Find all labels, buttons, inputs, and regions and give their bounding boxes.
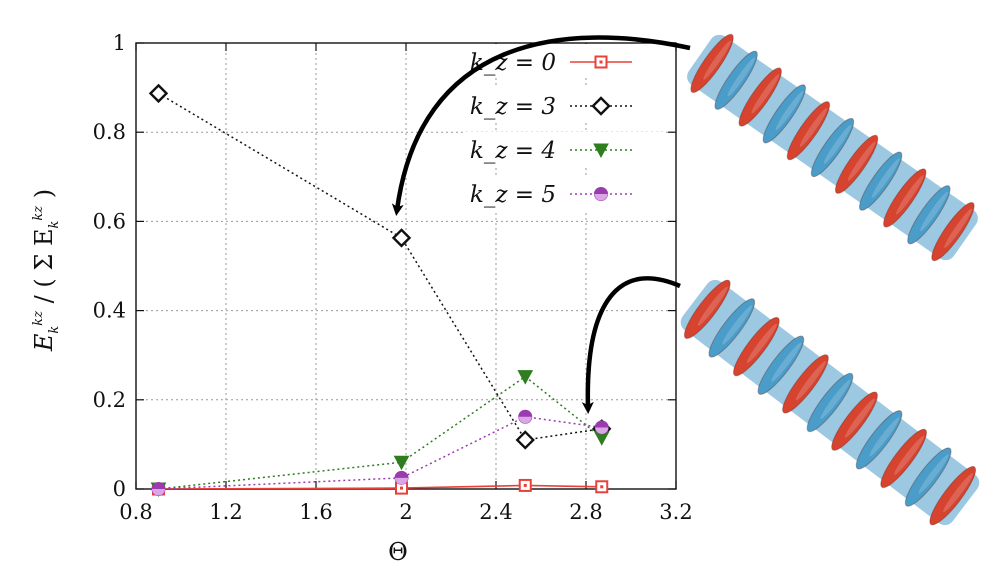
data-point-s0-3: [595, 480, 609, 494]
y-tick-label: 0.4: [93, 299, 126, 323]
legend-entry-3: k_z = 5: [466, 176, 666, 210]
legend-entry-1: k_z = 3: [466, 88, 666, 122]
x-tick-label: 2: [399, 500, 412, 524]
data-point-s1-2: [515, 430, 535, 450]
legend-marker: [591, 96, 611, 116]
legend-marker: [594, 55, 608, 69]
legend-entry-0: k_z = 0: [466, 44, 666, 78]
x-tick-label: 3.2: [659, 500, 692, 524]
markers-layer: [148, 83, 612, 498]
y-tick-label: 0.6: [93, 209, 126, 233]
legend-label: k_z = 3: [470, 94, 556, 120]
data-point-s1-0: [148, 83, 169, 104]
series-line-2: [158, 375, 603, 489]
y-axis-title: Ekkz / ( Σ Ekkz ): [30, 189, 62, 352]
series-line-1: [158, 92, 602, 441]
data-point-s2-2: [517, 370, 534, 385]
x-tick-label: 1.6: [299, 500, 332, 524]
legend-label: k_z = 5: [470, 182, 556, 208]
legend-marker: [593, 143, 609, 159]
y-tick-label: 0.8: [93, 120, 126, 144]
series-layer: [158, 92, 603, 489]
data-point-s1-1: [391, 228, 412, 248]
y-tick-label: 0: [113, 477, 126, 501]
data-point-s0-2: [518, 478, 532, 492]
x-tick-label: 2.8: [569, 500, 602, 524]
series-line-0: [158, 484, 602, 489]
y-tick-label: 0.2: [93, 388, 126, 412]
axes: 0.8 1.2 1.6 2 2.4 2.8 3.2 0 0.2 0.4 0.6 0.8 1: [93, 31, 693, 524]
data-point-s2-1: [393, 455, 410, 471]
callout-arrow-bottom: [581, 276, 681, 414]
legend-label: k_z = 4: [470, 138, 556, 164]
helix-illustration-bottom: [680, 279, 980, 526]
legend-marker: [594, 187, 608, 201]
x-axis-title: Θ: [388, 538, 408, 566]
data-point-s3-2: [518, 409, 533, 424]
x-tick-label: 2.4: [479, 500, 512, 524]
data-point-s3-1: [394, 470, 409, 485]
legend: k_z = 0 k_z = 3 k_z = 4 k_z = 5: [466, 44, 666, 210]
data-point-s3-0: [151, 482, 166, 496]
y-tick-label: 1: [113, 31, 126, 55]
callout-arrow-top: [391, 35, 691, 216]
svg-text:Ekkz / ( Σ Ekkz ): Ekkz / ( Σ Ekkz ): [30, 189, 62, 352]
data-point-s3-3: [594, 420, 609, 435]
y-axis-title-text: E: [30, 333, 58, 352]
x-tick-label: 0.8: [119, 500, 152, 524]
x-tick-label: 1.2: [209, 500, 242, 524]
helix-illustration-top: [687, 33, 978, 262]
legend-entry-2: k_z = 4: [466, 132, 666, 166]
series-line-3: [158, 415, 602, 489]
